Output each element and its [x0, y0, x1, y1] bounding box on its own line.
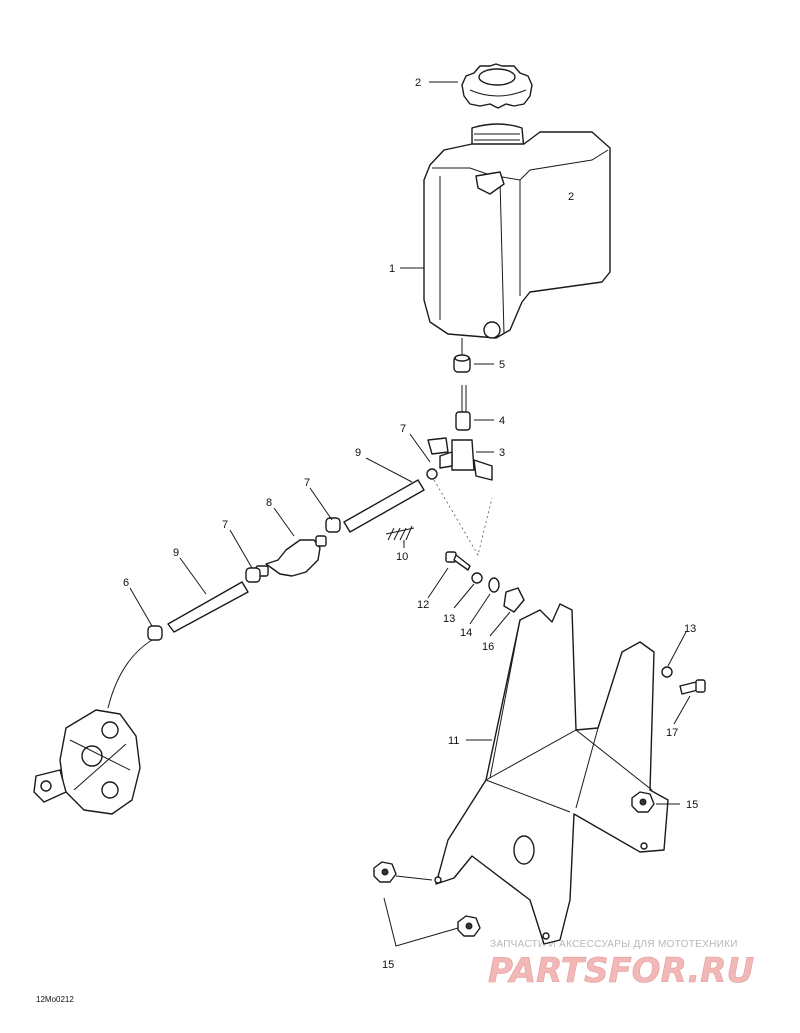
callout-7-mid: 7: [304, 477, 310, 489]
tank-mark: 2: [568, 191, 574, 203]
washer-13-right: [661, 666, 673, 678]
callout-7-left: 7: [222, 519, 228, 531]
callout-9-upper: 9: [355, 447, 361, 459]
callout-6: 6: [123, 577, 129, 589]
nut-15-right: [631, 791, 655, 813]
callout-4: 4: [499, 415, 505, 427]
callout-15-right: 15: [686, 799, 698, 811]
fuel-filter: [255, 535, 327, 577]
callout-15-bottom: 15: [382, 959, 394, 971]
nut-15-left-lower: [457, 915, 481, 937]
callout-9-lower: 9: [173, 547, 179, 559]
callout-16: 16: [482, 641, 494, 653]
watermark-brand: PARTSFOR.RU: [488, 951, 754, 991]
bolt-17: [679, 679, 706, 695]
nut-15-left-upper: [373, 861, 397, 883]
callout-5: 5: [499, 359, 505, 371]
callout-14: 14: [460, 627, 472, 639]
grommet: [453, 338, 471, 373]
callout-8: 8: [266, 497, 272, 509]
clamp-left: [245, 567, 261, 583]
callout-13-left: 13: [443, 613, 455, 625]
oil-pump: [33, 709, 141, 815]
callout-10: 10: [396, 551, 408, 563]
valve-assembly: [426, 385, 493, 481]
callout-11: 11: [448, 735, 459, 747]
drawing-code: 12Mo0212: [36, 995, 74, 1004]
clamp-mid: [325, 517, 341, 533]
callout-12: 12: [417, 599, 429, 611]
callout-7-top: 7: [400, 423, 406, 435]
hose-lower: [167, 581, 249, 633]
clip-16: [503, 587, 525, 613]
callout-17: 17: [666, 727, 678, 739]
spring: [385, 525, 415, 541]
callout-2: 2: [415, 77, 421, 89]
clamp-6: [147, 625, 163, 641]
screw-12: [445, 551, 471, 571]
tank-cap: [461, 63, 533, 109]
washer-14: [488, 577, 500, 593]
washer-13: [471, 572, 483, 584]
callout-1: 1: [389, 263, 395, 275]
callout-13-right: 13: [684, 623, 696, 635]
callout-3: 3: [499, 447, 505, 459]
oil-tank: 2: [423, 123, 611, 339]
watermark-tagline: ЗАПЧАСТИ И АКСЕССУАРЫ ДЛЯ МОТОТЕХНИКИ: [490, 939, 738, 950]
bracket: [434, 603, 669, 945]
hose-upper: [343, 479, 425, 533]
